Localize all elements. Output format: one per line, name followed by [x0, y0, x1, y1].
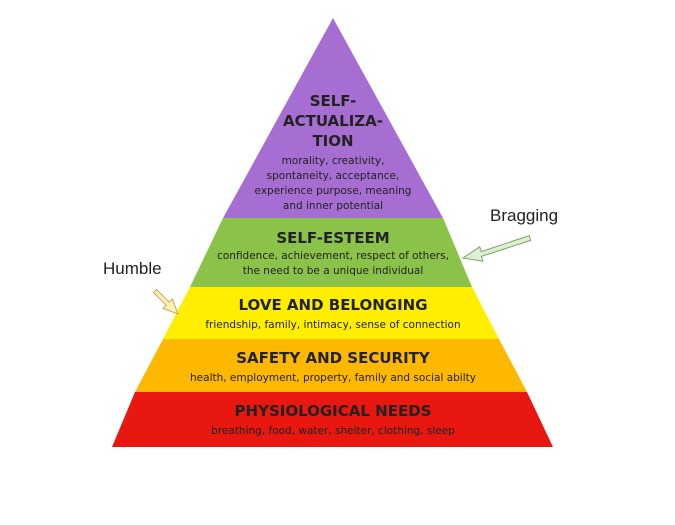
tier-self-actualization-title-line-3: TION — [312, 132, 353, 150]
tier-self-esteem-desc-line-1: confidence, achievement, respect of othe… — [217, 250, 449, 262]
tier-safety-and-security — [135, 339, 527, 392]
tier-self-actualization — [223, 18, 443, 218]
callout-humble-label: Humble — [103, 259, 162, 278]
tier-self-actualization-title-line-2: ACTUALIZA- — [283, 112, 383, 130]
tier-self-actualization-desc-line-1: morality, creativity, — [282, 155, 385, 167]
tier-love-and-belonging-desc: friendship, family, intimacy, sense of c… — [205, 319, 460, 331]
humble-arrow-icon — [152, 288, 179, 315]
tier-self-actualization-title-line-1: SELF- — [310, 92, 357, 110]
tier-physiological-needs-title: PHYSIOLOGICAL NEEDS — [235, 402, 432, 420]
tier-physiological-needs-desc: breathing, food, water, shelter, clothin… — [211, 425, 455, 437]
tier-self-esteem — [190, 218, 472, 287]
tier-self-esteem-desc-line-2: the need to be a unique individual — [243, 265, 424, 277]
callout-bragging-label: Bragging — [490, 206, 558, 225]
tier-love-and-belonging-title: LOVE AND BELONGING — [238, 296, 427, 314]
tier-self-actualization-desc-line-2: spontaneity, acceptance, — [267, 170, 400, 182]
tier-safety-and-security-title: SAFETY AND SECURITY — [236, 349, 431, 367]
tier-self-actualization-desc-line-3: experience purpose, meaning — [255, 185, 412, 197]
bragging-arrow-icon — [461, 234, 532, 262]
tier-love-and-belonging — [163, 287, 499, 339]
tier-self-actualization-desc-line-4: and inner potential — [283, 200, 383, 212]
tier-physiological-needs — [112, 392, 553, 447]
tier-self-esteem-title: SELF-ESTEEM — [276, 229, 389, 247]
tier-safety-and-security-desc: health, employment, property, family and… — [190, 372, 476, 384]
